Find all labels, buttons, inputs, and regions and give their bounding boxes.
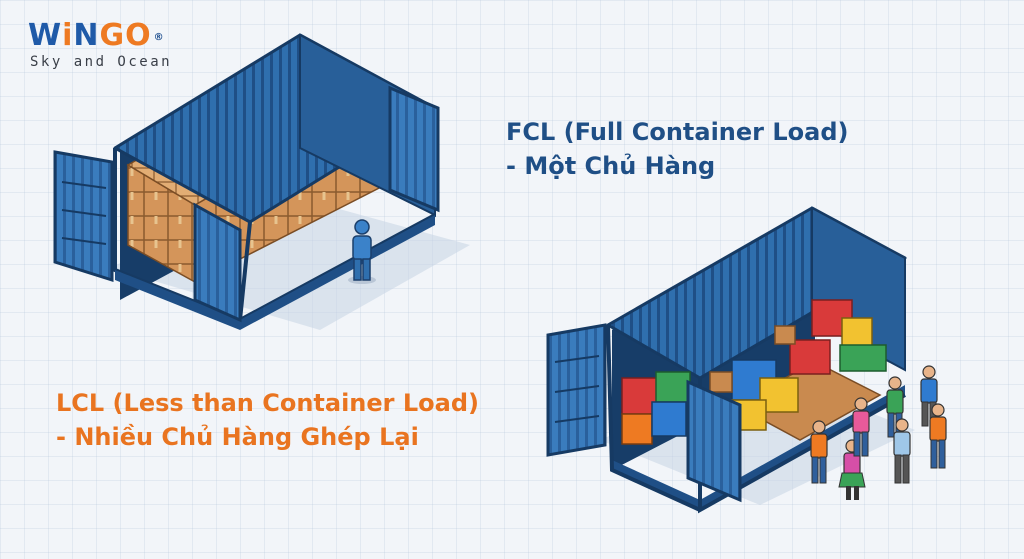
lcl-people-group [810,365,947,500]
lcl-title: LCL (Less than Container Load) [56,389,479,417]
lcl-person [852,397,870,457]
lcl-person [810,420,828,484]
registered-mark: ® [153,32,165,43]
lcl-subtitle: - Nhiều Chủ Hàng Ghép Lại [56,423,419,451]
fcl-container [53,33,470,330]
logo-letter: i [62,18,74,53]
logo-tagline: Sky and Ocean [30,54,173,70]
fcl-subtitle: - Một Chủ Hàng [506,152,716,180]
wingo-logo: W i N G O ® Sky and Ocean [28,20,228,71]
logo-letter: G [99,18,126,53]
logo-wordmark: W i N G O ® [28,20,228,54]
logo-letter: O [125,18,152,53]
lcl-container [546,206,915,514]
fcl-heading: FCL (Full Container Load) - Một Chủ Hàng [506,115,848,183]
fcl-title: FCL (Full Container Load) [506,118,849,146]
lcl-person [929,403,947,469]
lcl-heading: LCL (Less than Container Load) - Nhiều C… [56,386,479,454]
logo-letter: N [73,18,100,53]
lcl-person [893,418,911,484]
lcl-person [914,461,916,463]
logo-letter: W [28,18,63,53]
fcl-person [348,219,376,284]
